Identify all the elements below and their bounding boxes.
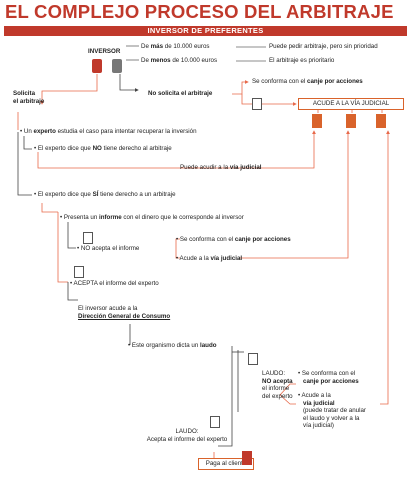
paga-cliente-box: Paga al cliente (198, 458, 254, 470)
acude-mid: • Acude a la vía judicial (176, 255, 243, 262)
experto-no: • El experto dice que NO tiene derecho a… (34, 145, 172, 152)
rule-more-note: Puede pedir arbitraje, pero sin priorida… (269, 43, 378, 50)
investor-person-icon (92, 59, 102, 73)
experto-si: • El experto dice que SÍ tiene derecho a… (34, 191, 176, 198)
laudo-no-document-icon (248, 353, 258, 365)
subtitle-bar: INVERSOR DE PREFERENTES (4, 26, 407, 36)
rule-more: De más de 10.000 euros (141, 43, 210, 50)
cliente-person-icon (242, 451, 252, 465)
investor-person-icon-2 (112, 59, 122, 73)
inversor-label: INVERSOR (88, 48, 121, 55)
document-icon (252, 98, 262, 110)
direccion-consumo: Dirección General de Consumo (78, 313, 171, 320)
laudo-si-document-icon (210, 416, 220, 428)
conforma-right: • Se conforma con el canje por acciones (298, 370, 359, 385)
rule-less-note: El arbitraje es prioritario (269, 57, 335, 64)
acude-judicial-box: ACUDE A LA VÍA JUDICIAL (298, 98, 404, 110)
informe-line: • Presenta un informe con el dinero que … (60, 214, 244, 221)
judicial-person-icon-3 (376, 114, 386, 128)
no-solicita-label: No solicita el arbitraje (148, 90, 213, 97)
conforma-top: Se conforma con el canje por acciones (252, 78, 363, 85)
laudo-si: LAUDO:Acepta el informe del experto (146, 428, 228, 443)
acudir-via: Puede acudir a la vía judicial (180, 164, 262, 171)
judicial-person-icon-1 (312, 114, 322, 128)
laudo-line: • Este organismo dicta un laudo (128, 342, 217, 349)
informe-document-icon (83, 232, 93, 244)
acepta-label: • ACEPTA el informe del experto (70, 280, 159, 287)
experto-estudia: • Un experto estudia el caso para intent… (20, 128, 197, 135)
judicial-person-icon-2 (346, 114, 356, 128)
se-conforma-mid: • Se conforma con el canje por acciones (176, 236, 291, 243)
no-acepta-label: • NO acepta el informe (77, 245, 140, 252)
acude-right: • Acude a la vía judicial (puede tratar … (298, 392, 366, 430)
page-title: EL COMPLEJO PROCESO DEL ARBITRAJE (5, 1, 394, 22)
acepta-document-icon (74, 266, 84, 278)
rule-less: De menos de 10.000 euros (141, 57, 218, 64)
inversor-acude: El inversor acude a la (78, 305, 138, 312)
